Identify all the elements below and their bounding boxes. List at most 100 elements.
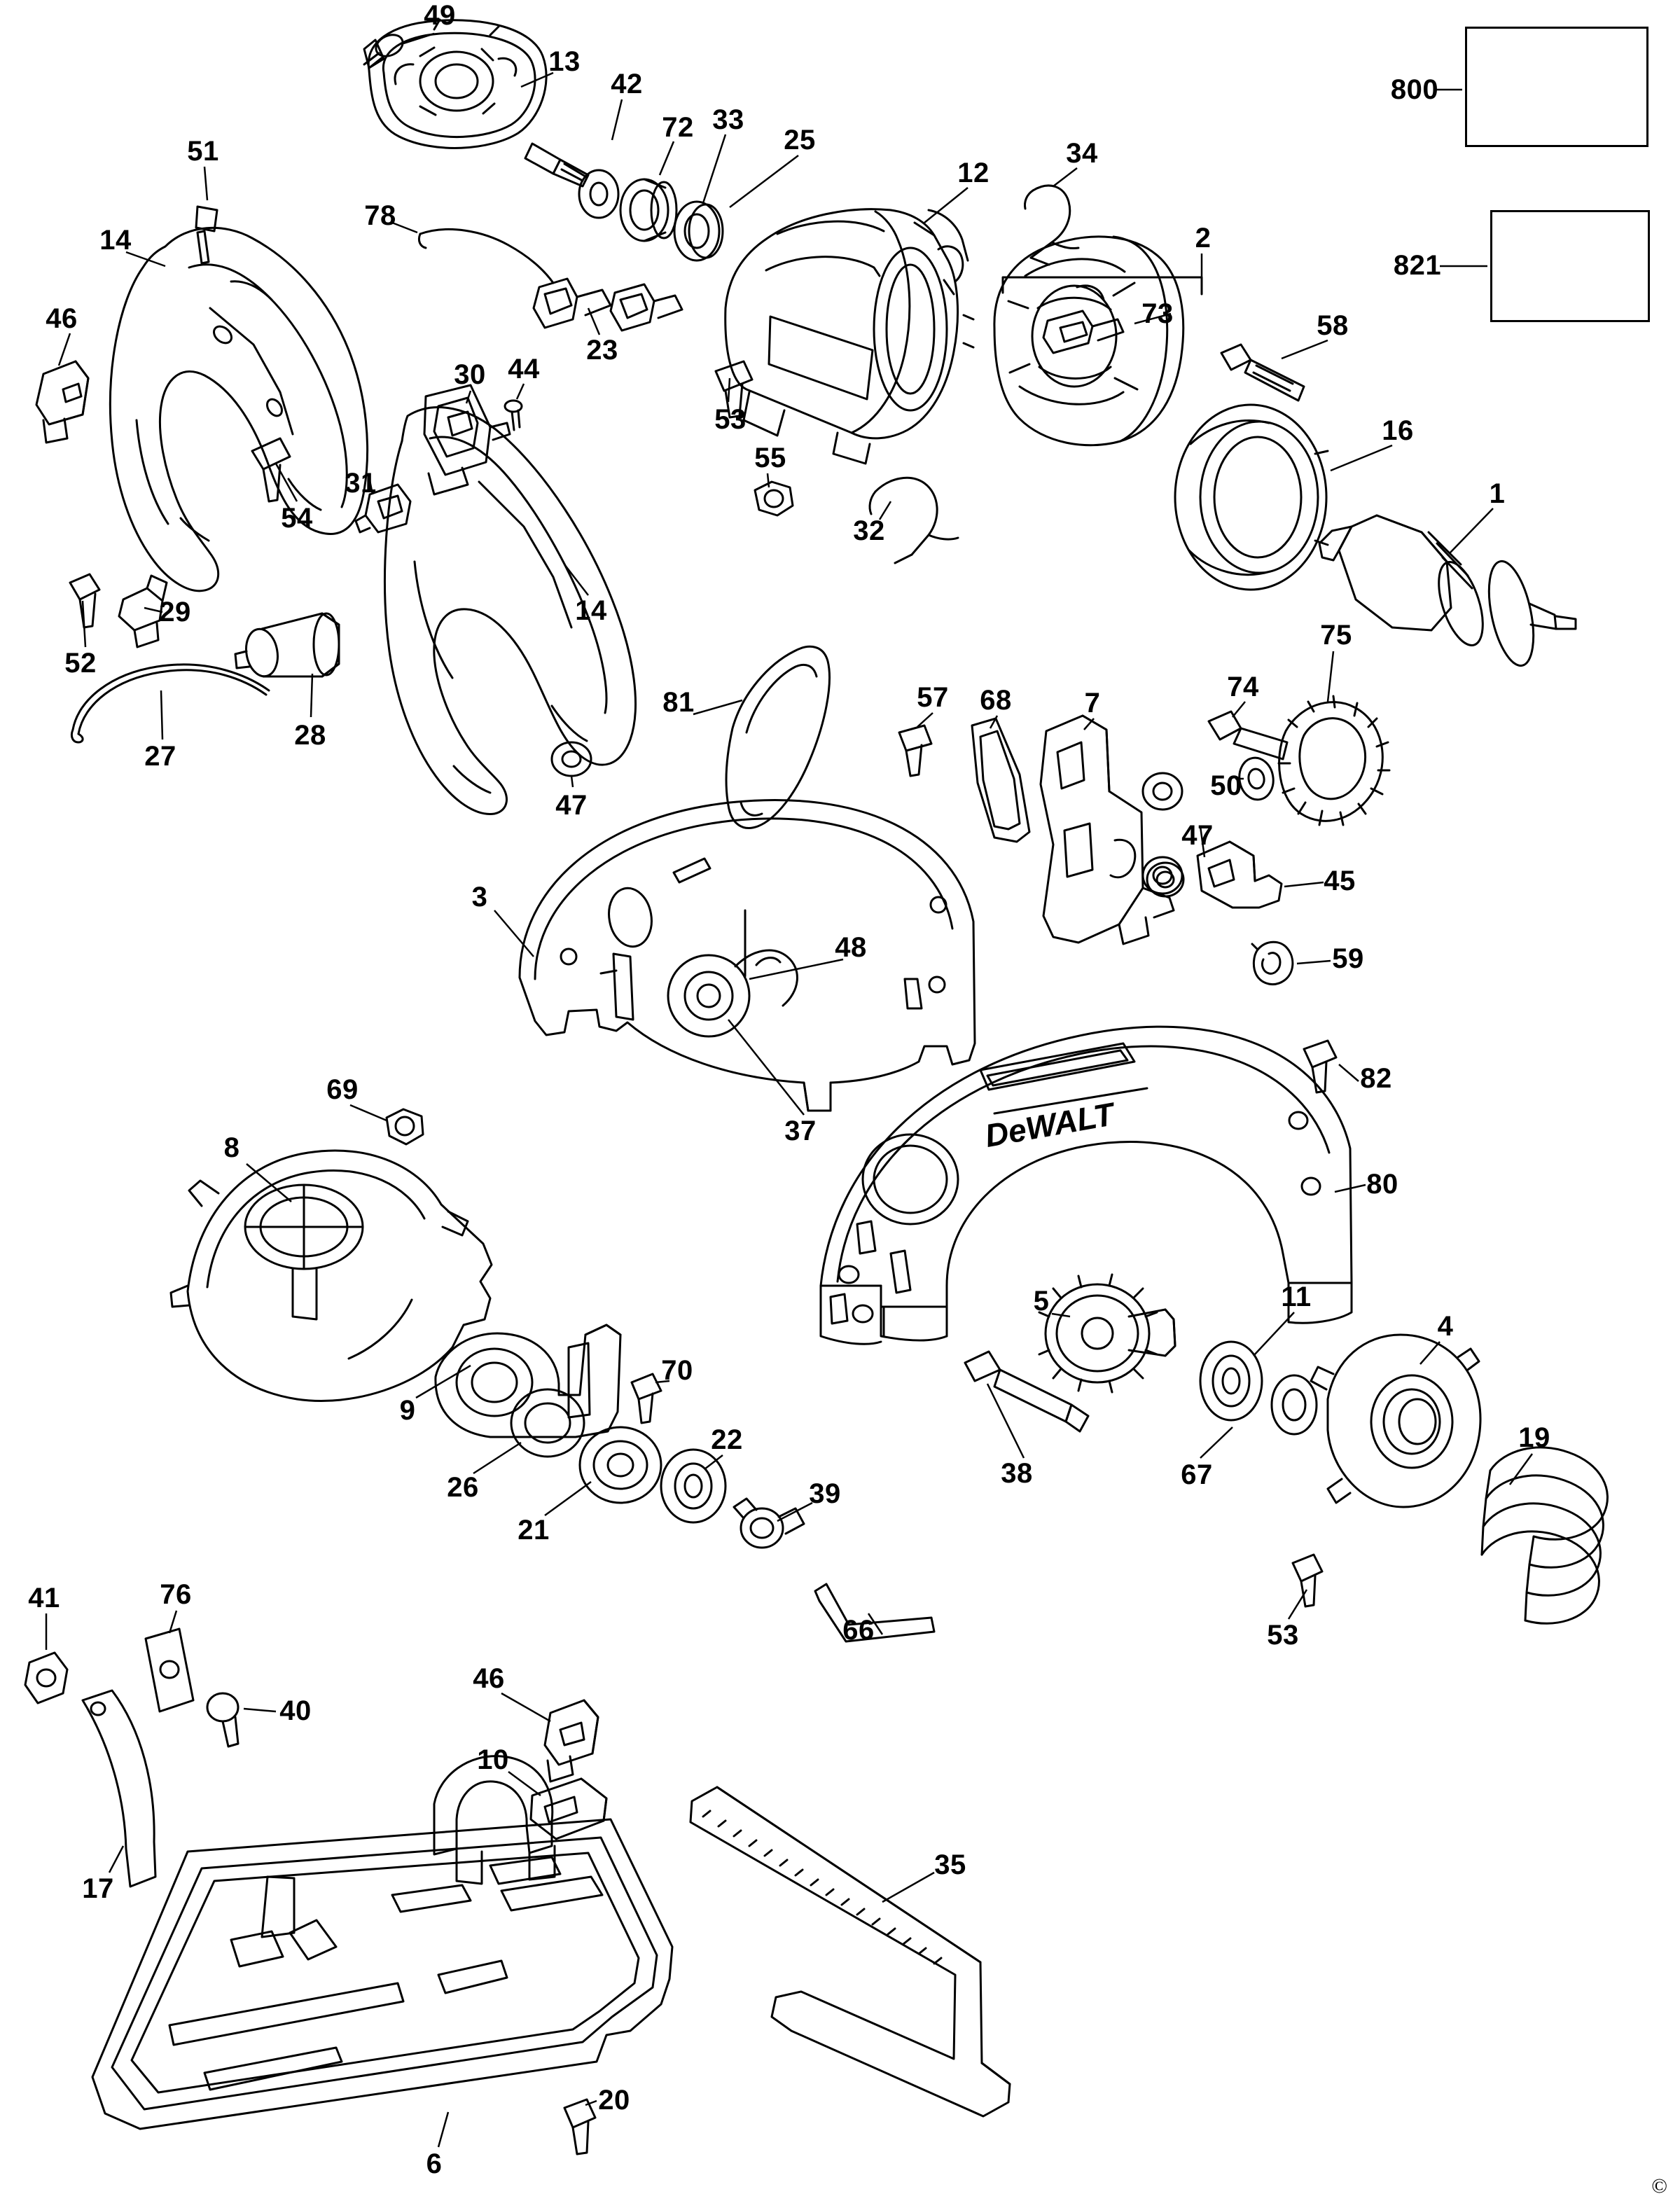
callout-11: 11 (1281, 1282, 1312, 1312)
part-80-lower-guard (819, 1025, 1353, 1345)
callout-75: 75 (1320, 620, 1352, 651)
callout-48: 48 (835, 932, 867, 963)
callout-57: 57 (917, 682, 949, 713)
part-35-rip-fence (689, 1786, 1011, 2118)
callout-7: 7 (1084, 688, 1101, 718)
callout-66: 66 (842, 1615, 875, 1646)
nameplate-illustration-box (1490, 210, 1650, 322)
part-9-arm (434, 1324, 622, 1438)
callout-33: 33 (712, 104, 744, 135)
part-25-seal (673, 200, 724, 262)
part-82-screw (1303, 1039, 1338, 1094)
callout-53b: 53 (1267, 1620, 1299, 1651)
callout-13: 13 (548, 46, 581, 77)
callout-2: 2 (1195, 223, 1212, 254)
part-14-handle-right (384, 406, 637, 815)
callout-51: 51 (187, 136, 219, 167)
callout-82: 82 (1360, 1063, 1392, 1094)
callout-42: 42 (611, 69, 643, 99)
part-8-retract-guard (169, 1149, 493, 1402)
callout-26: 26 (447, 1472, 479, 1503)
part-10-clamp (529, 1777, 608, 1840)
callout-44: 44 (508, 354, 540, 384)
callout-27: 27 (144, 741, 176, 772)
part-11-bearing (1199, 1340, 1263, 1422)
callout-14: 14 (99, 225, 132, 256)
part-42-screw (524, 142, 590, 188)
callout-46b: 46 (473, 1663, 505, 1694)
part-20-bolt (563, 2098, 597, 2155)
part-4-spindle-housing (1310, 1333, 1482, 1508)
callout-67: 67 (1181, 1459, 1213, 1490)
callout-1: 1 (1489, 478, 1506, 509)
callout-16: 16 (1382, 415, 1414, 446)
callout-25: 25 (784, 125, 816, 155)
callout-55: 55 (754, 443, 786, 473)
part-47-washer-b (1146, 861, 1185, 898)
part-38-bolt (964, 1350, 1090, 1433)
callout-19: 19 (1518, 1422, 1550, 1453)
part-78-wire (417, 228, 555, 284)
part-2-leader-bracket (1001, 276, 1203, 296)
callout-32: 32 (853, 515, 885, 546)
callout-69: 69 (326, 1074, 359, 1105)
part-48-detail (755, 957, 782, 966)
part-39-bolt (733, 1497, 805, 1549)
part-1-armature (1318, 514, 1577, 667)
callout-40: 40 (279, 1695, 312, 1726)
part-44-screw (504, 399, 523, 431)
callout-76: 76 (160, 1579, 192, 1610)
callout-70: 70 (661, 1355, 693, 1386)
part-3-upper-guard (518, 799, 976, 1112)
callout-14b: 14 (575, 595, 607, 626)
part-7-depth-bracket (1039, 714, 1183, 945)
callout-72: 72 (662, 112, 694, 143)
callout-50: 50 (1210, 770, 1242, 801)
part-45-lever (1196, 840, 1283, 909)
part-52-screw (69, 573, 101, 629)
part-28-adapter (234, 612, 340, 678)
callout-4: 4 (1437, 1311, 1454, 1342)
part-22-flange (660, 1448, 727, 1524)
callout-58: 58 (1317, 310, 1349, 341)
part-21-flange (578, 1426, 662, 1504)
part-72-washer (578, 169, 620, 219)
part-31-connector (354, 483, 412, 534)
callout-8: 8 (223, 1132, 240, 1163)
part-32-clip (868, 476, 959, 564)
part-5-gear (1038, 1273, 1176, 1394)
callout-78: 78 (364, 200, 396, 231)
part-46b-actuator (543, 1699, 599, 1783)
part-74-bolt (1207, 710, 1289, 761)
part-23-brushes (532, 277, 683, 332)
callout-28: 28 (294, 720, 326, 751)
callout-31: 31 (345, 468, 377, 499)
part-53b-screw (1291, 1553, 1324, 1608)
part-58-bolt (1220, 343, 1305, 402)
callout-22: 22 (711, 1424, 743, 1455)
callout-800: 800 (1390, 74, 1439, 105)
callout-10: 10 (477, 1744, 509, 1775)
callout-53: 53 (714, 404, 747, 435)
part-69-nut (385, 1108, 424, 1146)
part-75-knob (1277, 695, 1391, 826)
part-13-end-cap (367, 18, 548, 149)
part-50-washer (1238, 756, 1275, 801)
part-19-spring (1480, 1446, 1609, 1625)
callout-34: 34 (1066, 138, 1098, 169)
part-17-blade-wrench (81, 1689, 157, 1888)
callout-12: 12 (957, 158, 990, 188)
part-16-end-cap (1174, 403, 1329, 591)
callout-45: 45 (1324, 866, 1356, 896)
part-53-screw (714, 360, 754, 419)
part-76-plate (144, 1627, 195, 1713)
part-81-shroud (725, 645, 831, 829)
part-55-nut (754, 480, 794, 517)
charger-illustration-box (1465, 27, 1648, 147)
callout-21: 21 (518, 1515, 550, 1546)
callout-30: 30 (454, 359, 486, 390)
part-14-handle-left (109, 226, 369, 592)
callout-52: 52 (64, 648, 97, 679)
callout-73: 73 (1141, 298, 1174, 329)
